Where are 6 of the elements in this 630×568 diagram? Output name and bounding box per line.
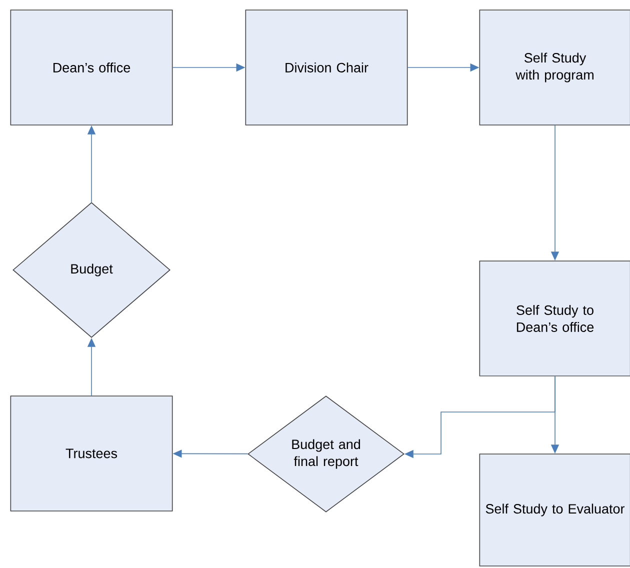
process-box: Dean’s office <box>10 10 173 126</box>
process-box: Self Study with program <box>479 10 630 126</box>
process-box: Self Study to Dean’s office <box>479 260 630 376</box>
process-box: Division Chair <box>245 10 408 126</box>
process-box: Self Study to Evaluator <box>479 454 630 566</box>
process-box: Trustees <box>10 396 173 512</box>
